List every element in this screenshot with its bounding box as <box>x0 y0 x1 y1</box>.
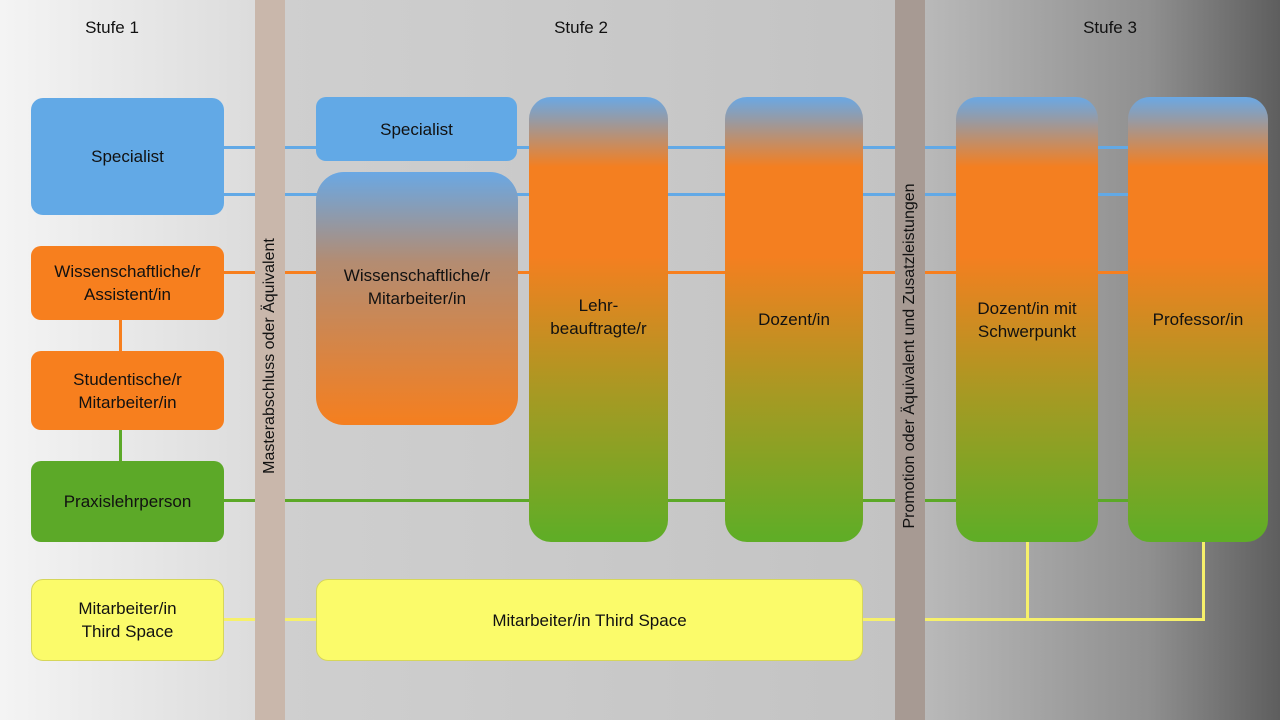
academic-vertical-line <box>119 318 122 352</box>
stage3-professor-box: Professor/in <box>1128 97 1268 542</box>
stage1-student-box: Studentische/r Mitarbeiter/in <box>31 351 224 430</box>
specialist-line-bottom <box>222 193 1132 196</box>
stage1-third-space-box: Mitarbeiter/in Third Space <box>31 579 224 661</box>
stage-1-title: Stufe 1 <box>85 18 139 37</box>
third-space-branch-professor <box>1202 540 1205 620</box>
third-space-branch-docent <box>1026 540 1029 620</box>
stage1-assistant-box: Wissenschaftliche/r Assistent/in <box>31 246 224 320</box>
stage2-lecturer-box: Lehr-beauftragte/r <box>529 97 668 542</box>
masters-band <box>255 0 285 720</box>
stage-2-title: Stufe 2 <box>554 18 608 37</box>
practice-vertical-line <box>119 428 122 462</box>
stage2-third-space-box: Mitarbeiter/in Third Space <box>316 579 863 661</box>
specialist-line-top <box>222 146 1132 149</box>
stage3-docent-focus-box: Dozent/in mit Schwerpunkt <box>956 97 1098 542</box>
practice-line <box>222 499 1132 502</box>
stage2-docent-box: Dozent/in <box>725 97 863 542</box>
masters-band-label: Masterabschluss oder Äquivalent <box>261 238 278 474</box>
stage1-specialist-box: Specialist <box>31 98 224 215</box>
doctorate-band-label: Promotion oder Äquivalent und Zusatzleis… <box>901 183 918 529</box>
academic-line <box>222 271 1132 274</box>
stage2-research-staff-box: Wissenschaftliche/r Mitarbeiter/in <box>316 172 518 425</box>
doctorate-band <box>895 0 925 720</box>
stage-3-title: Stufe 3 <box>1083 18 1137 37</box>
stage2-specialist-box: Specialist <box>316 97 517 161</box>
stage1-practice-box: Praxislehrperson <box>31 461 224 542</box>
